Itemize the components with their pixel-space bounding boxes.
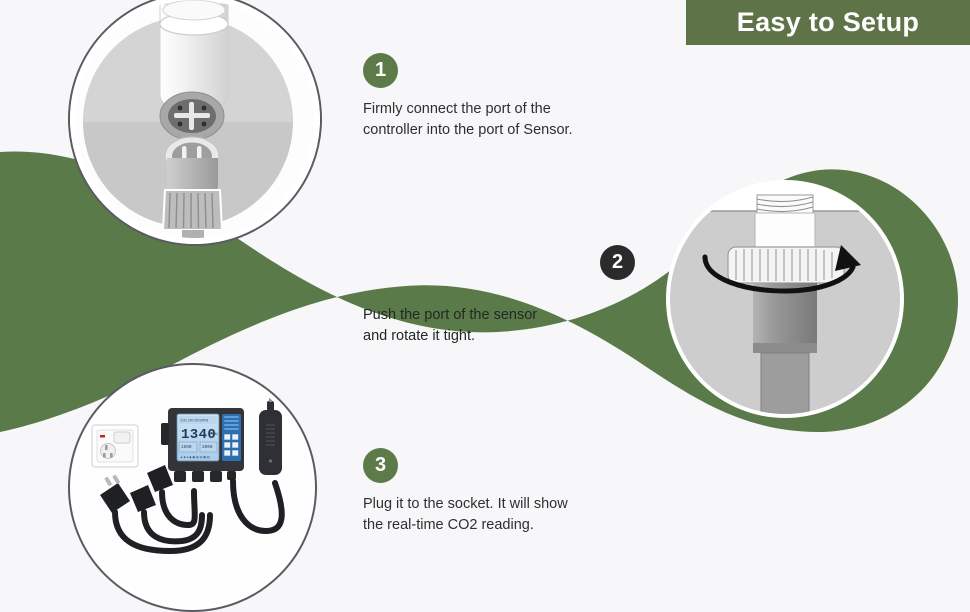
step-1-badge: 1 bbox=[363, 53, 398, 88]
step-2-badge: 2 bbox=[600, 245, 635, 280]
step-3-text: Plug it to the socket. It will show the … bbox=[363, 496, 568, 533]
step-2-text: Push the port of the sensor and rotate i… bbox=[363, 307, 538, 344]
step-1-text: Firmly connect the port of the controlle… bbox=[363, 101, 573, 138]
step-3-number: 3 bbox=[374, 454, 387, 476]
step-3-badge: 3 bbox=[363, 448, 398, 483]
svg-text:CO2 24h 05:00PM: CO2 24h 05:00PM bbox=[180, 419, 208, 423]
step-1-number: 1 bbox=[374, 59, 387, 81]
lcd-main-reading: 1340 bbox=[181, 427, 216, 443]
banner-title: Easy to Setup bbox=[736, 7, 920, 37]
step-1: 1 Firmly connect the port of the control… bbox=[363, 53, 573, 141]
connector-ports-illustration bbox=[68, 0, 322, 246]
sensor-rotate-illustration bbox=[666, 180, 904, 418]
svg-text:2000: 2000 bbox=[202, 445, 213, 450]
step-2-number: 2 bbox=[611, 251, 624, 273]
controller-socket-illustration: CO2 24h 05:00PM 1340 PPM 1500 2000 ▲ ■ ●… bbox=[68, 363, 317, 612]
svg-text:▲ ■ ● ◆ ▣ ▤ ▥ ▦ ▧: ▲ ■ ● ◆ ▣ ▤ ▥ ▦ ▧ bbox=[180, 455, 210, 459]
banner: Easy to Setup bbox=[686, 0, 970, 45]
step-3: 3 Plug it to the socket. It will show th… bbox=[363, 448, 568, 536]
svg-text:1500: 1500 bbox=[181, 445, 192, 450]
svg-text:PPM: PPM bbox=[210, 432, 218, 436]
